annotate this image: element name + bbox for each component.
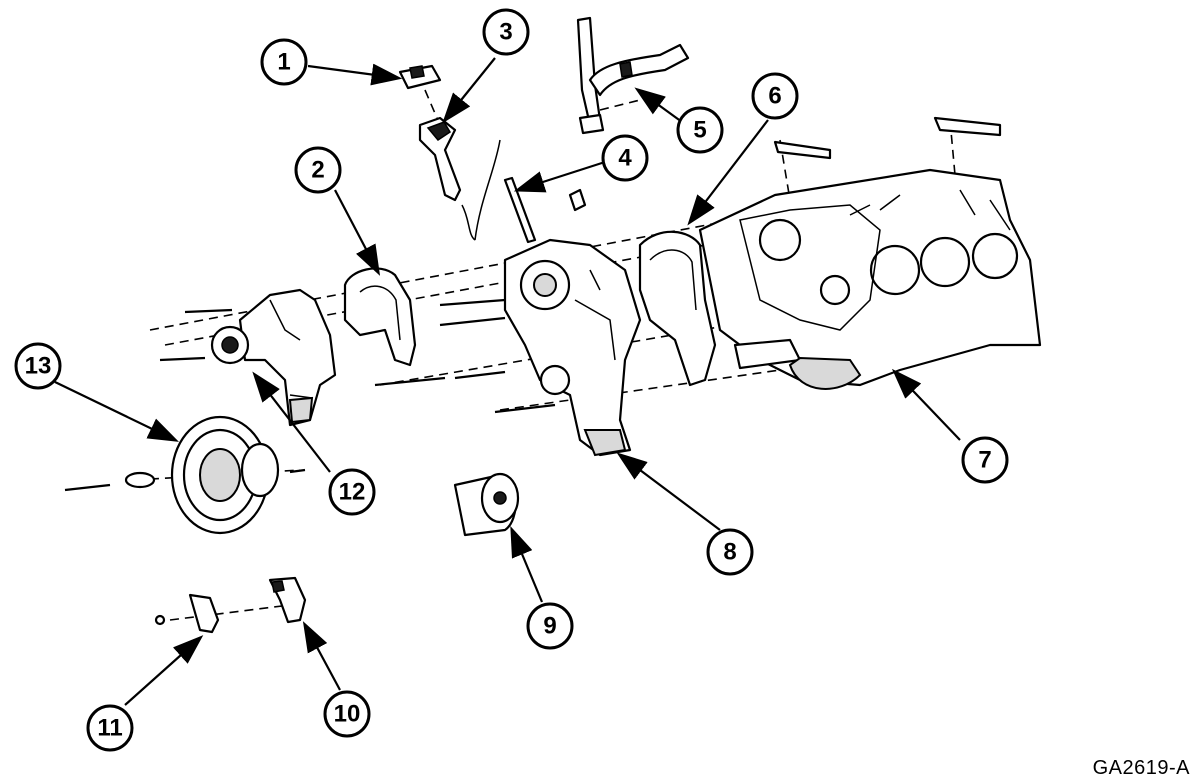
callout-label: 7	[978, 447, 991, 474]
dipstick-assembly	[418, 116, 587, 244]
oil-filter	[453, 472, 520, 537]
callout-label: 1	[277, 49, 290, 76]
callout-label: 5	[693, 117, 706, 144]
callout-label: 13	[25, 353, 52, 380]
callouts: 1 2 3 4 5 6 7 8	[14, 8, 1009, 752]
callout-label: 12	[339, 479, 366, 506]
water-pump	[210, 288, 337, 427]
callout-1: 1	[260, 38, 308, 86]
oil-pressure-sensor	[398, 64, 442, 90]
figure-code: GA2619-A	[1092, 757, 1190, 779]
callout-6: 6	[751, 72, 799, 120]
callout-2: 2	[294, 146, 342, 194]
callout-label: 6	[768, 83, 781, 110]
crankshaft-pulley	[124, 415, 280, 535]
leader-lines	[54, 57, 961, 706]
callout-11: 11	[86, 704, 134, 752]
sensor-11	[154, 593, 220, 634]
callout-13: 13	[14, 342, 62, 390]
timing-cover	[503, 238, 642, 457]
bolts	[64, 298, 556, 492]
callout-label: 9	[543, 613, 556, 640]
callout-4: 4	[601, 134, 649, 182]
water-pump-gasket	[343, 267, 417, 367]
callout-label: 10	[334, 701, 361, 728]
callout-10: 10	[323, 690, 371, 738]
callout-12: 12	[328, 468, 376, 516]
callout-3: 3	[482, 8, 530, 56]
callout-label: 8	[723, 539, 736, 566]
engine-block	[698, 116, 1042, 390]
callout-7: 7	[961, 436, 1009, 484]
callout-label: 4	[618, 145, 632, 172]
front-cover-gasket	[638, 230, 717, 387]
callout-9: 9	[526, 602, 574, 650]
callout-label: 11	[97, 715, 122, 742]
callout-label: 3	[499, 19, 512, 46]
callout-8: 8	[706, 528, 754, 576]
callout-5: 5	[676, 106, 724, 154]
heater-hose-tube	[576, 16, 690, 135]
callout-label: 2	[311, 157, 324, 184]
sensor-10	[268, 576, 307, 624]
